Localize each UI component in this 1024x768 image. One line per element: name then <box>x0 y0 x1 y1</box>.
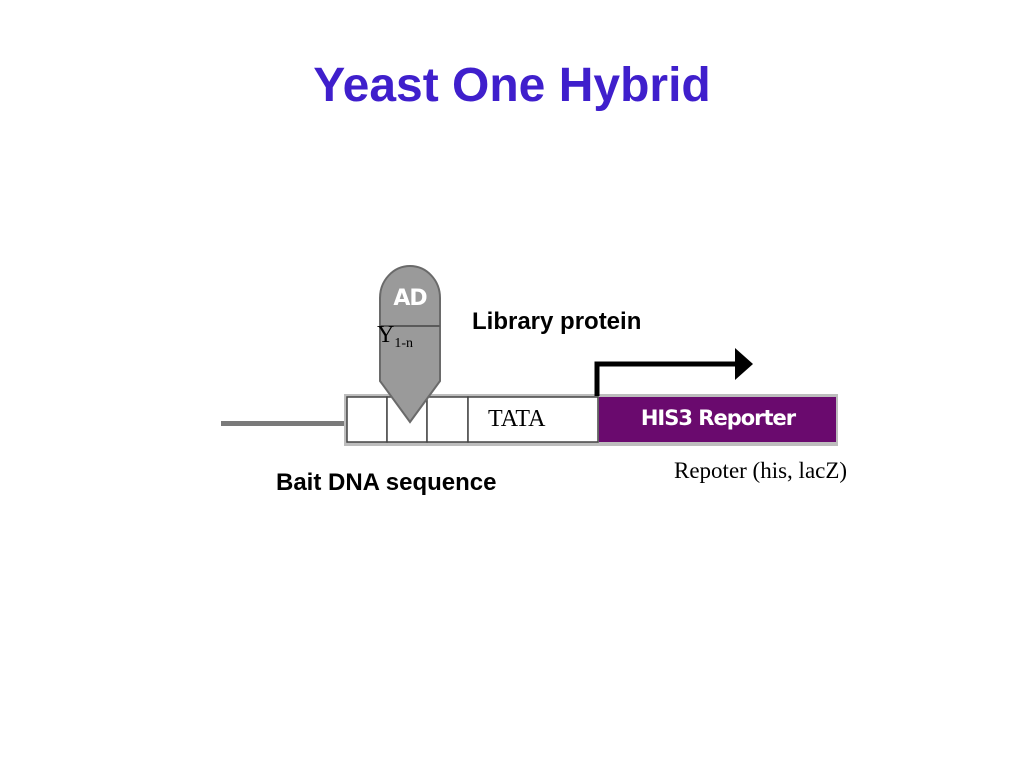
library-protein-label: Library protein <box>472 308 642 335</box>
bait-dna-label: Bait DNA sequence <box>276 469 497 496</box>
reporter-box <box>599 397 836 442</box>
bait-box-1 <box>346 396 388 443</box>
library-protein-shape <box>379 265 441 424</box>
slide-title: Yeast One Hybrid <box>313 59 711 112</box>
y-letter: Y <box>377 322 395 348</box>
y-label: Y1-n <box>377 322 413 352</box>
dna-line <box>221 421 347 426</box>
transcription-arrow <box>594 361 738 396</box>
reporter-caption: Repoter (his, lacZ) <box>674 458 848 483</box>
tata-box <box>467 396 599 443</box>
bait-box-3 <box>426 396 469 443</box>
tata-label: TATA <box>488 406 546 432</box>
y-subscript: 1-n <box>394 336 414 351</box>
ad-label: AD <box>393 286 427 311</box>
reporter-box-label: HIS3 Reporter <box>640 406 796 430</box>
transcription-arrow-head <box>735 348 753 380</box>
